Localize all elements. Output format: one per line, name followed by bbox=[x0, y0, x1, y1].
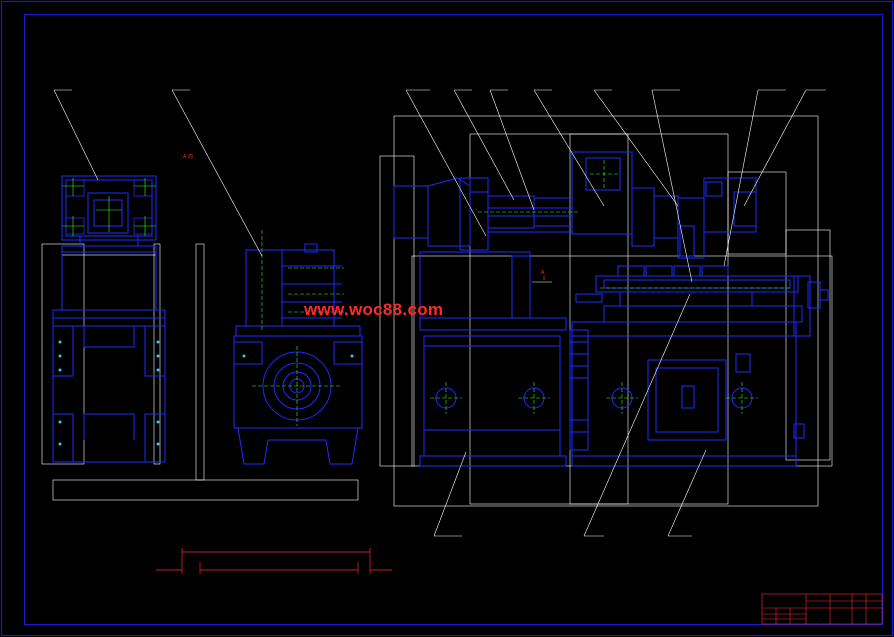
label-marks bbox=[54, 89, 826, 537]
dimension-lines bbox=[156, 548, 392, 574]
title-block bbox=[761, 593, 883, 625]
leader-lines bbox=[53, 89, 807, 537]
inner-border bbox=[24, 14, 883, 625]
side-view-middle bbox=[195, 230, 363, 481]
view-mark-a-direction: A 向 bbox=[183, 154, 194, 160]
side-view-left bbox=[41, 175, 359, 501]
watermark: www.woc88.com bbox=[304, 300, 444, 319]
view-mark-a: A bbox=[541, 270, 545, 276]
front-view-main bbox=[379, 115, 833, 507]
